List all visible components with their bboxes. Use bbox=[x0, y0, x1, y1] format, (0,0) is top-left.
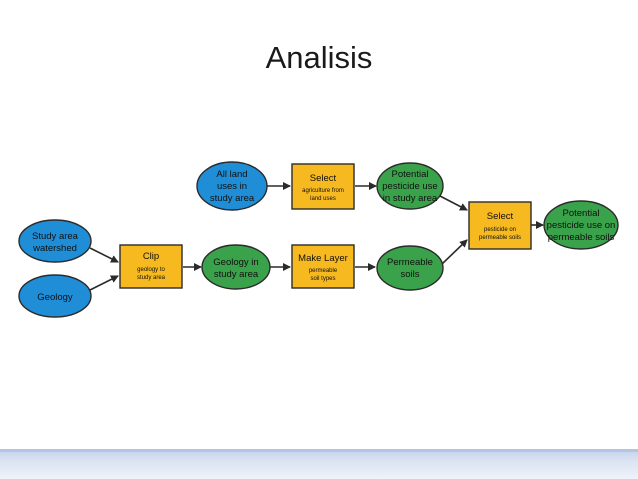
node-geology-in-study-area-shape bbox=[201, 244, 271, 290]
node-potential-pesticide-on-permeable-soils: Potential pesticide use on permeable soi… bbox=[543, 200, 619, 250]
node-geology-shape bbox=[18, 274, 92, 318]
node-all-land-uses-shape bbox=[196, 161, 268, 211]
node-potential-pesticide-use: Potential pesticide use in study area bbox=[376, 162, 444, 210]
footer-band bbox=[0, 449, 638, 479]
node-study-area-watershed-line1: Study area bbox=[32, 231, 79, 242]
node-clip-title: Clip bbox=[143, 251, 159, 262]
node-permeable-soils: Permeable soils bbox=[376, 245, 444, 291]
node-select-agriculture-sub2: land uses bbox=[310, 196, 336, 202]
node-potential-pesticide-use-line3: in study area bbox=[383, 193, 438, 204]
node-make-layer-shape bbox=[291, 244, 355, 289]
node-select-pesticide-sub1: pesticide on bbox=[484, 227, 516, 233]
node-select-pesticide-title: Select bbox=[487, 211, 514, 222]
node-select-pesticide: Select pesticide on permeable soils bbox=[468, 201, 532, 250]
node-all-land-uses-line2: uses in bbox=[217, 181, 247, 192]
node-permeable-soils-shape bbox=[376, 245, 444, 291]
node-make-layer: Make Layer permeable soil types bbox=[291, 244, 355, 289]
node-potential-pesticide-use-shape bbox=[376, 162, 444, 210]
node-study-area-watershed: Study area watershed bbox=[18, 219, 92, 263]
node-potential-pesticide-on-permeable-soils-line2: pesticide use on bbox=[547, 220, 616, 231]
node-permeable-soils-line2: soils bbox=[400, 269, 419, 280]
node-clip-shape bbox=[119, 244, 183, 289]
arrow-potential-pesticide-use-to-select-pesticide bbox=[439, 195, 468, 211]
node-geology: Geology bbox=[18, 274, 92, 318]
node-select-pesticide-shape bbox=[468, 201, 532, 250]
node-potential-pesticide-on-permeable-soils-line3: permeable soils bbox=[548, 232, 615, 243]
slide-title: Analisis bbox=[265, 40, 373, 75]
node-study-area-watershed-line2: watershed bbox=[32, 243, 77, 254]
node-clip-sub2: study area bbox=[137, 275, 166, 281]
node-select-agriculture-sub1: agriculture from bbox=[302, 188, 344, 194]
node-select-agriculture: Select agriculture from land uses bbox=[291, 163, 355, 210]
node-all-land-uses-line1: All land bbox=[216, 169, 247, 180]
node-clip: Clip geology to study area bbox=[119, 244, 183, 289]
node-all-land-uses-line3: study area bbox=[210, 193, 255, 204]
node-select-agriculture-shape bbox=[291, 163, 355, 210]
node-select-pesticide-sub2: permeable soils bbox=[479, 235, 521, 241]
node-make-layer-sub1: permeable bbox=[309, 268, 338, 274]
node-clip-sub1: geology to bbox=[137, 267, 165, 273]
node-select-agriculture-title: Select bbox=[310, 173, 337, 184]
node-make-layer-title: Make Layer bbox=[298, 253, 348, 264]
node-make-layer-sub2: soil types bbox=[310, 276, 335, 282]
node-geology-in-study-area: Geology in study area bbox=[201, 244, 271, 290]
connectors bbox=[89, 182, 544, 291]
node-potential-pesticide-on-permeable-soils-shape bbox=[543, 200, 619, 250]
node-all-land-uses: All land uses in study area bbox=[196, 161, 268, 211]
node-permeable-soils-line1: Permeable bbox=[387, 257, 433, 268]
node-geology-in-study-area-line1: Geology in bbox=[213, 257, 258, 268]
node-potential-pesticide-on-permeable-soils-line1: Potential bbox=[563, 208, 600, 219]
node-geology-line1: Geology bbox=[37, 292, 73, 303]
footer-rule bbox=[0, 449, 638, 452]
arrow-geology-to-clip bbox=[89, 275, 119, 291]
arrow-watershed-to-clip bbox=[89, 247, 119, 263]
node-study-area-watershed-shape bbox=[18, 219, 92, 263]
arrow-permeable-soils-to-select-pesticide bbox=[441, 239, 468, 265]
node-potential-pesticide-use-line1: Potential bbox=[392, 169, 429, 180]
node-potential-pesticide-use-line2: pesticide use bbox=[382, 181, 437, 192]
node-geology-in-study-area-line2: study area bbox=[214, 269, 259, 280]
